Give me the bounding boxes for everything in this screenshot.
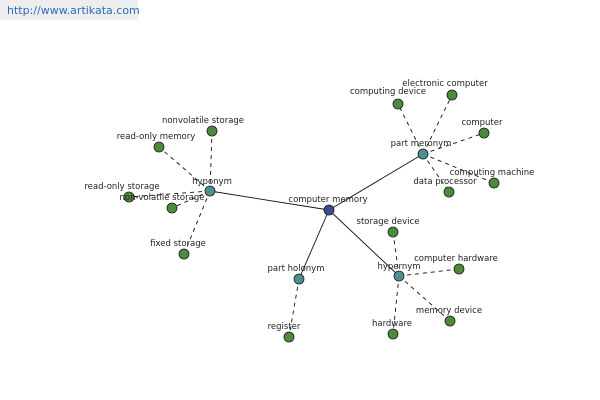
label-computer-memory[interactable]: computer memory [288,195,367,205]
edge-hyponym-left-read-only-storage [128,190,211,198]
label-register[interactable]: register [268,322,301,332]
node-part-meronym[interactable] [417,148,429,160]
edge-center-hyponym-left [209,190,330,211]
node-computing-device[interactable] [392,98,404,110]
node-fixed-storage[interactable] [178,248,190,260]
node-computer-hardware[interactable] [453,263,465,275]
label-computer-hardware[interactable]: computer hardware [414,254,498,264]
node-computer[interactable] [478,127,490,139]
label-electronic-computer[interactable]: electronic computer [402,79,488,89]
node-non-volatile-storage[interactable] [166,202,178,214]
node-register[interactable] [283,331,295,343]
url-bar: http://www.artikata.com [0,0,140,20]
node-nonvolatile-storage-1[interactable] [206,125,218,137]
edge-center-part-holonym [298,209,330,280]
node-computing-machine[interactable] [488,177,500,189]
label-non-volatile-storage[interactable]: non-volatile storage [120,193,205,203]
node-part-holonym[interactable] [293,273,305,285]
label-hypernym[interactable]: hypernym [377,262,420,272]
edge-center-part-meronym [328,153,424,211]
edge-hyponym-left-non-volatile-storage [171,190,211,209]
node-data-processor[interactable] [443,186,455,198]
label-computing-device[interactable]: computing device [350,87,426,97]
node-computer-memory[interactable] [323,204,335,216]
edge-part-meronym-computing-device [397,103,424,155]
label-data-processor[interactable]: data processor [413,177,477,187]
edge-hypernym-memory-device [398,275,451,322]
edge-part-holonym-register [288,278,300,338]
label-part-holonym[interactable]: part holonym [268,264,325,274]
edge-hypernym-hardware [392,275,400,335]
node-storage-device[interactable] [387,226,399,238]
label-nonvolatile-storage-1[interactable]: nonvolatile storage [162,116,244,126]
node-read-only-storage[interactable] [123,191,135,203]
node-electronic-computer[interactable] [446,89,458,101]
label-memory-device[interactable]: memory device [416,306,482,316]
edge-part-meronym-computer [422,132,485,155]
edge-hyponym-left-nonvolatile-storage-1 [209,130,213,192]
node-hypernym[interactable] [393,270,405,282]
edge-hyponym-left-fixed-storage [183,190,211,255]
label-read-only-memory[interactable]: read-only memory [117,132,196,142]
edge-center-hypernym [328,209,400,277]
site-url-link[interactable]: http://www.artikata.com [7,4,140,17]
graph-nodes [123,89,500,343]
label-hardware[interactable]: hardware [372,319,412,329]
node-hardware[interactable] [387,328,399,340]
label-hyponym-left[interactable]: hyponym [192,177,232,187]
node-memory-device[interactable] [444,315,456,327]
edge-hypernym-computer-hardware [398,268,460,277]
label-storage-device[interactable]: storage device [357,217,420,227]
label-read-only-storage[interactable]: read-only storage [84,182,159,192]
node-read-only-memory[interactable] [153,141,165,153]
label-part-meronym[interactable]: part meronym [391,139,452,149]
label-fixed-storage[interactable]: fixed storage [150,239,206,249]
graph-labels: computer memory hyponym nonvolatile storag… [84,79,534,332]
node-hyponym-left[interactable] [204,185,216,197]
label-computer[interactable]: computer [462,118,503,128]
edge-hyponym-left-read-only-memory [158,146,211,192]
graph-edges [128,94,495,338]
edge-part-meronym-electronic-computer [422,94,453,155]
label-computing-machine[interactable]: computing machine [450,168,535,178]
